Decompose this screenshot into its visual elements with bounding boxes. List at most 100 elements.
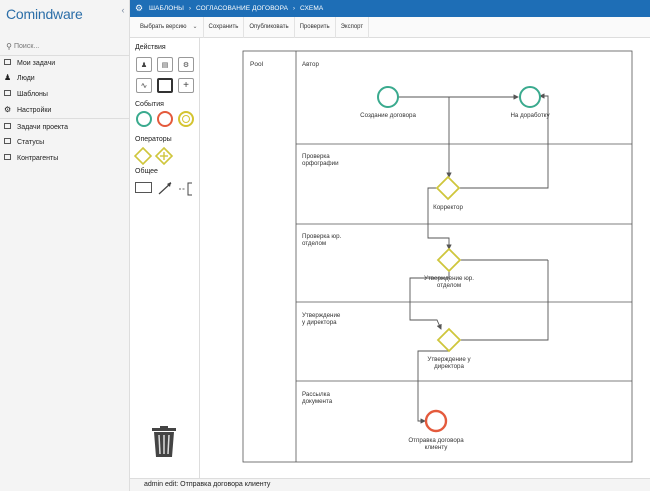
sidebar-item-my-tasks[interactable]: Мои задачи — [4, 57, 126, 69]
lane-label-line: отделом — [302, 240, 326, 247]
script-icon: ▤ — [161, 61, 169, 69]
logo-text: omindware — [15, 6, 83, 22]
export-button[interactable]: Экспорт — [336, 16, 370, 38]
flow-director-to-send[interactable] — [417, 350, 449, 424]
breadcrumb-item-schema: Схема — [300, 5, 324, 12]
lane-label-line: Проверка — [302, 153, 330, 160]
sidebar-item-label: Контрагенты — [17, 154, 59, 162]
collapse-sidebar-button[interactable]: ‹ — [121, 5, 125, 15]
element-palette: Действия ♟ ▤ ⚙ ∿ + События Операторы Общ… — [130, 38, 200, 478]
node-label-legal-2: отделом — [437, 282, 461, 289]
sidebar-item-label: Статусы — [17, 138, 45, 146]
sidebar-item-label: Мои задачи — [17, 59, 56, 67]
status-bar: admin edit: Отправка договора клиенту — [130, 478, 650, 491]
sidebar-item-label: Шаблоны — [17, 90, 48, 98]
trash-icon[interactable] — [149, 426, 179, 458]
gateway-director[interactable] — [436, 327, 462, 353]
select-version-label: Выбрать версию — [140, 23, 187, 30]
lane-label-line: Проверка юр. — [302, 233, 342, 240]
logo-prefix: C — [6, 6, 16, 22]
bracket-icon — [187, 182, 192, 196]
chevron-right-icon: › — [293, 5, 296, 12]
gear-icon[interactable]: ⚙ — [134, 3, 144, 13]
flow-corrector-to-rework[interactable] — [459, 93, 549, 189]
sequence-flows — [398, 93, 549, 424]
search-input[interactable] — [14, 42, 119, 50]
sidebar-item-label: Люди — [17, 74, 35, 82]
operators-tools — [134, 147, 174, 165]
intermediate-event-tool[interactable] — [178, 111, 194, 127]
lane-label-line: Рассылка — [302, 391, 330, 398]
gears-icon: ⚙ — [4, 105, 12, 114]
sidebar-item-templates[interactable]: Шаблоны — [4, 88, 126, 100]
pool-label: Pool — [250, 61, 264, 68]
plus-icon: + — [183, 80, 189, 91]
lane-label-line: документа — [302, 398, 333, 405]
sidebar-divider — [0, 118, 130, 119]
templates-icon — [4, 90, 13, 98]
sidebar-item-label: Задачи проекта — [17, 123, 69, 131]
check-button[interactable]: Проверить — [295, 16, 336, 38]
sidebar-item-project-tasks[interactable]: Задачи проекта — [4, 121, 126, 133]
node-label-legal-1: Утверждение юр. — [424, 275, 474, 282]
people-icon: ♟ — [4, 73, 12, 82]
sidebar-item-contractors[interactable]: Контрагенты — [4, 152, 126, 164]
toolbar: Выбрать версию⌄ Сохранить Опубликовать П… — [130, 16, 650, 38]
breadcrumb-item-process[interactable]: Согласование договора — [196, 5, 289, 12]
gateway-legal[interactable] — [436, 247, 462, 273]
pool[interactable] — [242, 50, 633, 463]
sidebar-item-label: Настройки — [17, 106, 52, 114]
sidebar-item-people[interactable]: ♟ Люди — [4, 72, 126, 84]
lane-label-line: Утверждение — [302, 312, 341, 319]
flow-corrector-to-legal[interactable] — [427, 187, 452, 250]
node-label-director-1: Утверждение у — [427, 356, 471, 363]
annotation-tool[interactable] — [179, 182, 192, 196]
node-label-corrector: Корректор — [433, 204, 463, 211]
breadcrumb: ⚙ Шаблоны › Согласование договора › Схем… — [130, 0, 650, 17]
task-tool[interactable] — [157, 78, 173, 93]
lane-tool[interactable] — [135, 182, 152, 193]
logo: Comindware — [6, 6, 83, 22]
user-icon: ♟ — [140, 61, 148, 69]
connector-tool[interactable] — [158, 182, 172, 195]
save-button[interactable]: Сохранить — [204, 16, 245, 38]
intermediate-event-inner-icon — [182, 115, 190, 123]
end-event-tool[interactable] — [157, 111, 173, 127]
flow-legal-to-director[interactable] — [409, 271, 450, 330]
search-icon: ⚲ — [6, 41, 12, 51]
general-tools — [158, 182, 192, 196]
node-label-send-2: клиенту — [425, 444, 449, 451]
gateway-corrector[interactable] — [435, 175, 461, 201]
script-task-tool[interactable]: ▤ — [157, 57, 173, 72]
node-label-send-1: Отправка договора — [408, 437, 464, 444]
events-title: События — [135, 101, 164, 108]
operators-title: Операторы — [135, 136, 172, 143]
start-event-create-contract[interactable] — [377, 86, 399, 108]
subprocess-tool[interactable]: ∿ — [136, 78, 152, 93]
exclusive-gateway-tool[interactable] — [134, 147, 153, 165]
lane-label-line: орфографии — [302, 160, 339, 167]
breadcrumb-item-templates[interactable]: Шаблоны — [149, 5, 185, 12]
gear-icon: ⚙ — [182, 61, 190, 69]
node-label-create: Создание договора — [360, 112, 416, 119]
add-tool[interactable]: + — [178, 78, 194, 93]
sidebar: Comindware ‹ ⚲ Мои задачи ♟ Люди Шаблоны… — [0, 0, 130, 491]
sidebar-item-settings[interactable]: ⚙ Настройки — [4, 104, 126, 116]
start-event-tool[interactable] — [136, 111, 152, 127]
contractors-icon — [4, 154, 13, 162]
lane-label-legal: Проверка юр.отделом — [302, 233, 342, 247]
sidebar-item-statuses[interactable]: Статусы — [4, 136, 126, 148]
chevron-right-icon: › — [189, 5, 192, 12]
end-event-send-contract[interactable] — [424, 409, 448, 433]
user-task-tool[interactable]: ♟ — [136, 57, 152, 72]
service-task-tool[interactable]: ⚙ — [178, 57, 194, 72]
publish-button[interactable]: Опубликовать — [244, 16, 295, 38]
event-rework[interactable] — [519, 86, 541, 108]
lane-label-line: Автор — [302, 61, 319, 68]
flow-director-to-rework[interactable] — [460, 260, 549, 341]
select-version-dropdown[interactable]: Выбрать версию⌄ — [130, 16, 204, 38]
